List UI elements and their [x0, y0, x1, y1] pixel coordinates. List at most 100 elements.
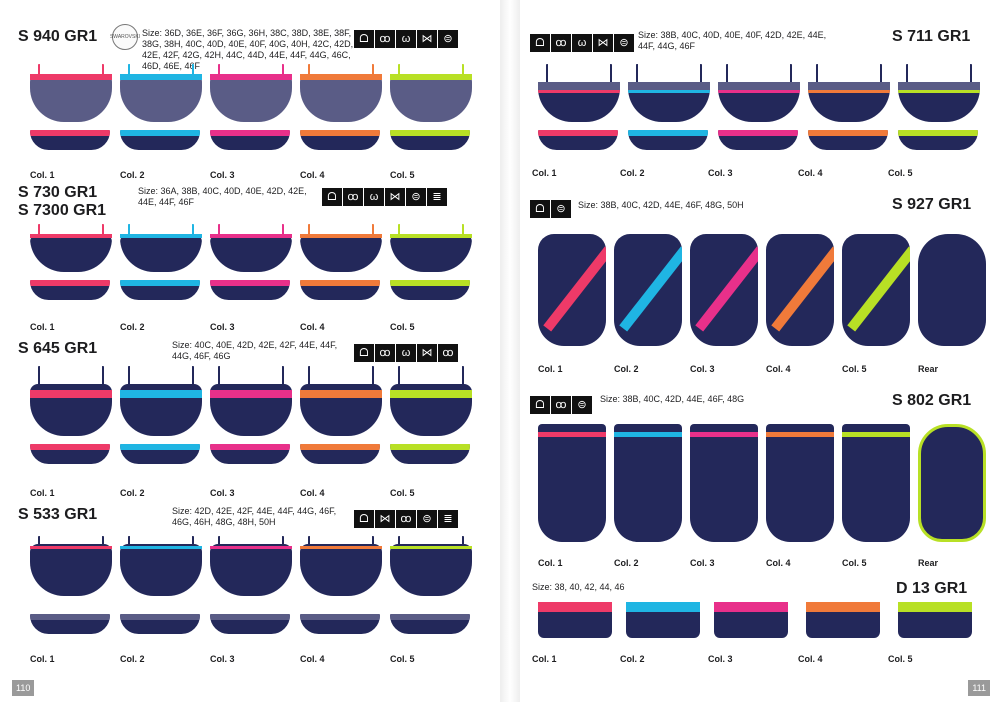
- color-label: Rear: [918, 558, 939, 568]
- page-gutter: [500, 0, 520, 702]
- color-label: Col. 1: [538, 364, 563, 374]
- color-label: Col. 5: [390, 654, 415, 664]
- bow-icon: ⋈: [417, 30, 437, 48]
- color-label: Col. 1: [532, 654, 557, 664]
- color-label: Col. 1: [30, 488, 55, 498]
- underwire-icon: ω: [396, 30, 416, 48]
- color-label: Col. 3: [210, 488, 235, 498]
- feature-icons: ᗝ ꝏ ⊜: [530, 396, 592, 414]
- feature-icons: ᗝ ⋈ ꝏ ⊜ ≣: [354, 510, 458, 528]
- variant-col3: [210, 64, 292, 150]
- color-label: Col. 2: [120, 488, 145, 498]
- detachable-strap-icon: ≣: [438, 510, 458, 528]
- halter-icon: ꝏ: [438, 344, 458, 362]
- halter-icon: ꝏ: [396, 510, 416, 528]
- color-label: Col. 4: [300, 654, 325, 664]
- wire-cup-icon: ᗝ: [354, 510, 374, 528]
- color-label: Col. 4: [766, 558, 791, 568]
- bow-icon: ⋈: [385, 188, 405, 206]
- color-label: Col. 5: [390, 170, 415, 180]
- color-label: Col. 1: [538, 558, 563, 568]
- size-list: Size: 38B, 40C, 42D, 44E, 46F, 48G, 50H: [578, 200, 744, 210]
- color-label: Col. 1: [30, 170, 55, 180]
- wire-cup-icon: ᗝ: [530, 200, 550, 218]
- variant-col5: [390, 64, 472, 150]
- color-label: Col. 3: [210, 322, 235, 332]
- size-list: Size: 36A, 38B, 40C, 40D, 40E, 42D, 42E,…: [138, 186, 307, 207]
- product-title: S 802 GR1: [892, 392, 972, 409]
- color-label: Col. 3: [210, 170, 235, 180]
- wire-cup-icon: ᗝ: [530, 34, 550, 52]
- color-label: Col. 1: [30, 322, 55, 332]
- bow-icon: ⋈: [593, 34, 613, 52]
- adjustable-strap-icon: ⊜: [614, 34, 634, 52]
- color-label: Rear: [918, 364, 939, 374]
- color-label: Col. 5: [888, 168, 913, 178]
- padded-cup-icon: ꝏ: [551, 396, 571, 414]
- feature-icons: ᗝ ꝏ ω ⋈ ꝏ: [354, 344, 458, 362]
- product-title: S 730 GR1: [18, 184, 98, 201]
- catalog-page-left: S 940 GR1 SWAROVSKI Size: 36D, 36E, 36F,…: [12, 24, 472, 696]
- catalog-page-right: ᗝ ꝏ ω ⋈ ⊜ Size: 38B, 40C, 40D, 40E, 40F,…: [520, 0, 1000, 702]
- product-title: S 533 GR1: [18, 506, 98, 523]
- size-list: Size: 40C, 40E, 42D, 42E, 42F, 44E, 44F,…: [172, 340, 338, 361]
- color-label: Col. 2: [620, 654, 645, 664]
- color-label: Col. 4: [766, 364, 791, 374]
- color-label: Col. 1: [532, 168, 557, 178]
- product-title: S 645 GR1: [18, 340, 98, 357]
- swarovski-logo: SWAROVSKI: [110, 24, 140, 50]
- color-label: Col. 5: [888, 654, 913, 664]
- color-label: Col. 1: [30, 654, 55, 664]
- size-list: Size: 38B, 40C, 40D, 40E, 40F, 42D, 42E,…: [638, 30, 827, 51]
- product-title-alt: S 7300 GR1: [18, 202, 107, 219]
- color-label: Col. 4: [300, 488, 325, 498]
- product-title: S 711 GR1: [892, 28, 971, 45]
- wire-cup-icon: ᗝ: [530, 396, 550, 414]
- underwire-icon: ω: [572, 34, 592, 52]
- color-label: Col. 2: [120, 170, 145, 180]
- color-label: Col. 3: [690, 558, 715, 568]
- variant-col1: [30, 64, 112, 150]
- color-label: Col. 2: [614, 364, 639, 374]
- color-label: Col. 4: [798, 654, 823, 664]
- product-title: S 927 GR1: [892, 196, 972, 213]
- feature-icons: ᗝ ꝏ ω ⋈ ⊜: [354, 30, 458, 48]
- adjustable-strap-icon: ⊜: [438, 30, 458, 48]
- feature-icons: ᗝ ꝏ ω ⋈ ⊜: [530, 34, 634, 52]
- padded-cup-icon: ꝏ: [551, 34, 571, 52]
- feature-icons: ᗝ ⊜: [530, 200, 571, 218]
- adjustable-strap-icon: ⊜: [551, 200, 571, 218]
- wire-cup-icon: ᗝ: [322, 188, 342, 206]
- page-number: 111: [968, 680, 990, 696]
- feature-icons: ᗝ ꝏ ω ⋈ ⊜ ≣: [322, 188, 447, 206]
- color-label: Col. 4: [300, 170, 325, 180]
- size-list: Size: 36D, 36E, 36F, 36G, 36H, 38C, 38D,…: [142, 28, 354, 71]
- color-label: Col. 3: [210, 654, 235, 664]
- underwire-icon: ω: [364, 188, 384, 206]
- size-list: Size: 42D, 42E, 42F, 44E, 44F, 44G, 46F,…: [172, 506, 337, 527]
- padded-cup-icon: ꝏ: [375, 344, 395, 362]
- color-label: Col. 4: [798, 168, 823, 178]
- variant-col4: [300, 64, 382, 150]
- color-label: Col. 5: [390, 322, 415, 332]
- bow-icon: ⋈: [375, 510, 395, 528]
- adjustable-strap-icon: ⊜: [572, 396, 592, 414]
- adjustable-strap-icon: ⊜: [417, 510, 437, 528]
- product-title: S 940 GR1: [18, 28, 98, 45]
- detachable-strap-icon: ≣: [427, 188, 447, 206]
- color-label: Col. 4: [300, 322, 325, 332]
- wire-cup-icon: ᗝ: [354, 30, 374, 48]
- color-label: Col. 2: [120, 322, 145, 332]
- color-label: Col. 2: [614, 558, 639, 568]
- padded-cup-icon: ꝏ: [375, 30, 395, 48]
- variant-col2: [120, 64, 202, 150]
- bow-icon: ⋈: [417, 344, 437, 362]
- color-label: Col. 2: [120, 654, 145, 664]
- color-label: Col. 3: [708, 654, 733, 664]
- color-label: Col. 3: [708, 168, 733, 178]
- color-label: Col. 3: [690, 364, 715, 374]
- page-number: 110: [12, 680, 35, 696]
- padded-cup-icon: ꝏ: [343, 188, 363, 206]
- size-list: Size: 38, 40, 42, 44, 46: [532, 582, 625, 592]
- underwire-icon: ω: [396, 344, 416, 362]
